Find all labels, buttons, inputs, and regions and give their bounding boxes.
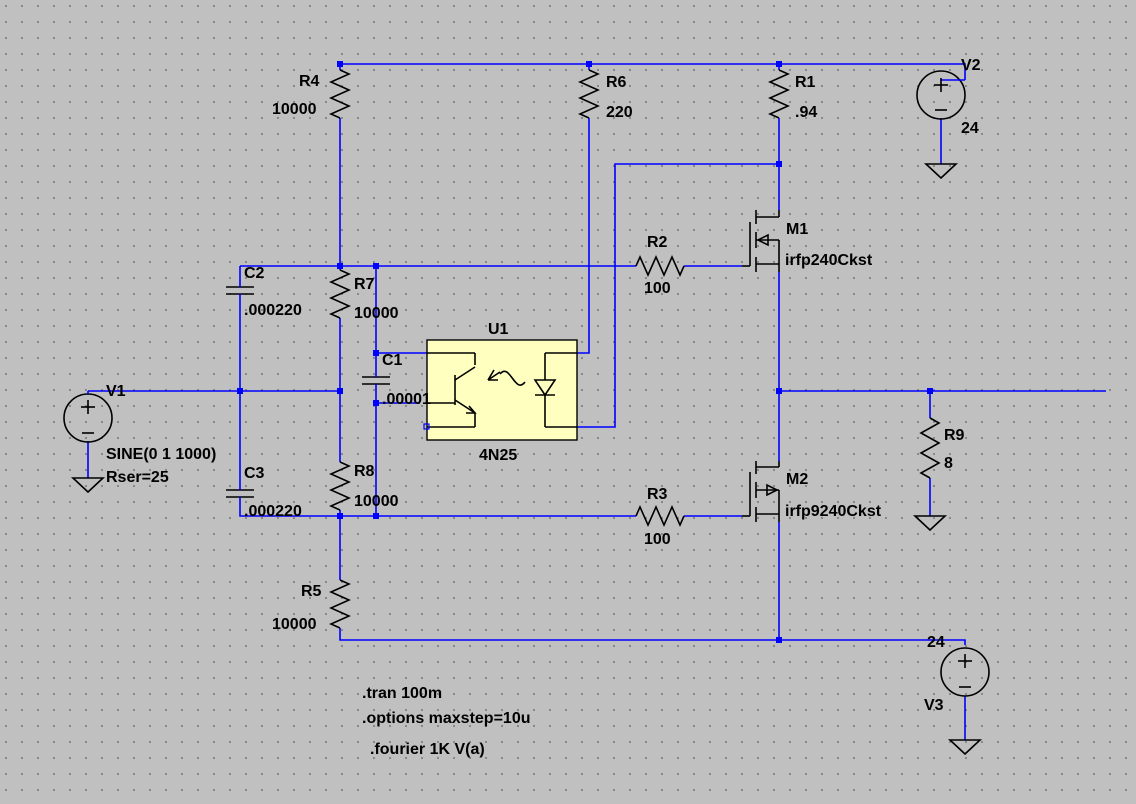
resistor-r2-symbol[interactable] bbox=[635, 255, 685, 277]
junctions bbox=[237, 61, 933, 643]
label-v1-name: V1 bbox=[106, 383, 126, 400]
label-r6-name: R6 bbox=[606, 74, 627, 91]
ground-v1-icon bbox=[70, 477, 106, 494]
label-c2-value: .000220 bbox=[244, 302, 302, 319]
resistor-r8-symbol[interactable] bbox=[329, 461, 351, 511]
label-r8-value: 10000 bbox=[354, 493, 399, 510]
capacitor-c1-symbol[interactable] bbox=[362, 374, 390, 388]
label-r4-name: R4 bbox=[299, 73, 320, 90]
ground-v3-icon bbox=[947, 739, 983, 756]
resistor-r7-symbol[interactable] bbox=[329, 269, 351, 319]
label-c3-value: .000220 bbox=[244, 503, 302, 520]
optocoupler-u1-symbol[interactable] bbox=[423, 339, 578, 441]
label-r4-value: 10000 bbox=[272, 101, 317, 118]
label-c1-value: .00001 bbox=[382, 391, 431, 408]
label-r1-name: R1 bbox=[795, 74, 816, 91]
resistor-r5-symbol[interactable] bbox=[329, 579, 351, 629]
label-r9-value: 8 bbox=[944, 455, 953, 472]
mosfet-m2-symbol[interactable] bbox=[742, 461, 780, 522]
label-u1-value: 4N25 bbox=[479, 447, 517, 464]
label-v1-rser: Rser=25 bbox=[106, 469, 169, 486]
label-c3-name: C3 bbox=[244, 465, 265, 482]
directive-tran[interactable]: .tran 100m bbox=[362, 685, 442, 702]
voltage-source-v1-symbol[interactable] bbox=[63, 391, 113, 443]
label-r2-value: 100 bbox=[644, 280, 671, 297]
voltage-source-v3-symbol[interactable] bbox=[940, 647, 990, 697]
label-r3-value: 100 bbox=[644, 531, 671, 548]
label-m1-value: irfp240Ckst bbox=[785, 252, 873, 269]
mosfet-m1-symbol[interactable] bbox=[742, 210, 780, 272]
label-r1-value: .94 bbox=[795, 104, 817, 121]
label-r3-name: R3 bbox=[647, 486, 668, 503]
label-c1-name: C1 bbox=[382, 352, 403, 369]
label-r5-value: 10000 bbox=[272, 616, 317, 633]
resistor-r6-symbol[interactable] bbox=[578, 69, 600, 119]
ground-r9-icon bbox=[912, 515, 948, 532]
label-m1-name: M1 bbox=[786, 221, 808, 238]
label-u1-name: U1 bbox=[488, 321, 509, 338]
label-v1-value: SINE(0 1 1000) bbox=[106, 446, 216, 463]
label-v3-name: V3 bbox=[924, 697, 944, 714]
voltage-source-v2-symbol[interactable] bbox=[916, 70, 966, 120]
label-r9-name: R9 bbox=[944, 427, 965, 444]
label-r6-value: 220 bbox=[606, 104, 633, 121]
directive-fourier[interactable]: .fourier 1K V(a) bbox=[370, 741, 485, 758]
resistor-r3-symbol[interactable] bbox=[635, 505, 685, 527]
label-r2-name: R2 bbox=[647, 234, 668, 251]
resistor-r9-symbol[interactable] bbox=[919, 417, 941, 479]
label-r7-value: 10000 bbox=[354, 305, 399, 322]
label-r7-name: R7 bbox=[354, 276, 375, 293]
label-r5-name: R5 bbox=[301, 583, 322, 600]
label-c2-name: C2 bbox=[244, 265, 265, 282]
directive-options[interactable]: .options maxstep=10u bbox=[362, 710, 531, 727]
label-v2-value: 24 bbox=[961, 120, 979, 137]
wires bbox=[87, 63, 1106, 740]
label-r8-name: R8 bbox=[354, 463, 375, 480]
label-m2-value: irfp9240Ckst bbox=[785, 503, 882, 520]
label-m2-name: M2 bbox=[786, 471, 808, 488]
ground-v2-icon bbox=[923, 163, 959, 180]
capacitor-c2-symbol[interactable] bbox=[226, 283, 254, 297]
capacitor-c3-symbol[interactable] bbox=[226, 487, 254, 501]
resistor-r4-symbol[interactable] bbox=[329, 69, 351, 119]
label-v3-value: 24 bbox=[927, 634, 945, 651]
resistor-r1-symbol[interactable] bbox=[768, 69, 790, 119]
label-v2-name: V2 bbox=[961, 57, 981, 74]
